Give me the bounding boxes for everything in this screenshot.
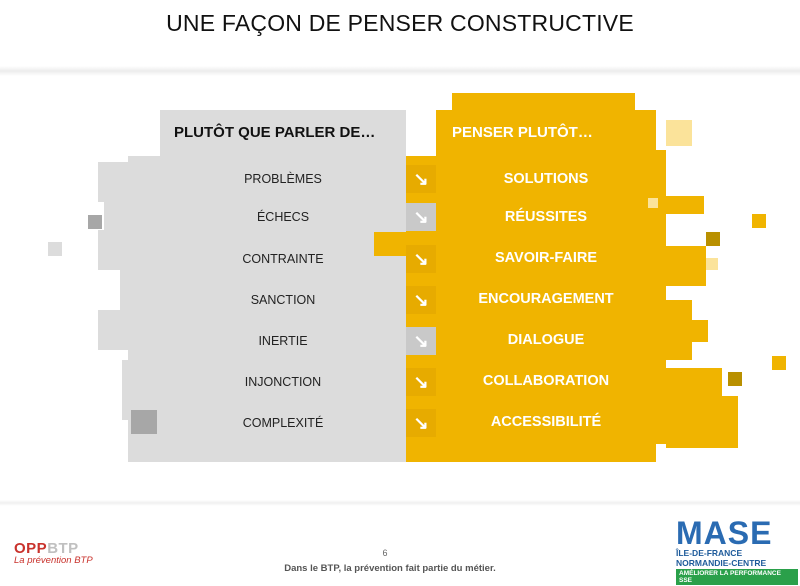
- to-item: DIALOGUE: [507, 332, 585, 348]
- arrow-down-right-icon: ↘: [406, 203, 436, 231]
- mase-logo-wordmark: MASE: [676, 515, 773, 551]
- footer-tagline: Dans le BTP, la prévention fait partie d…: [284, 563, 496, 574]
- arrow-down-right-icon: ↘: [406, 286, 436, 314]
- to-item: COLLABORATION: [482, 373, 610, 389]
- arrow-down-right-icon: ↘: [406, 327, 436, 355]
- arrow-down-right-icon: ↘: [406, 165, 436, 193]
- right-column-header: PENSER PLUTÔT…: [452, 124, 593, 141]
- oppbtp-logo: OPPBTP La prévention BTP: [14, 540, 104, 566]
- from-item: CONTRAINTE: [242, 252, 324, 266]
- mase-logo-region-1: ÎLE-DE-FRANCE: [676, 548, 743, 558]
- from-item: ÉCHECS: [256, 210, 310, 224]
- from-item: PROBLÈMES: [244, 172, 322, 186]
- to-item: SAVOIR-FAIRE: [494, 250, 598, 266]
- footer-divider: [0, 500, 800, 506]
- arrow-down-right-icon: ↘: [406, 409, 436, 437]
- page-number: 6: [382, 548, 388, 558]
- mase-logo: MASE ÎLE-DE-FRANCE NORMANDIE-CENTRE AMÉL…: [676, 515, 798, 585]
- to-item: SOLUTIONS: [503, 171, 589, 187]
- oppbtp-logo-part-a: OPP: [14, 540, 48, 557]
- slide-title: UNE FAÇON DE PENSER CONSTRUCTIVE: [166, 10, 634, 36]
- left-column-header: PLUTÔT QUE PARLER DE…: [174, 124, 376, 141]
- from-item: INERTIE: [258, 334, 308, 348]
- oppbtp-logo-part-b: BTP: [47, 540, 79, 557]
- arrow-down-right-icon: ↘: [406, 245, 436, 273]
- to-item: ENCOURAGEMENT: [478, 291, 614, 307]
- mase-logo-region-2: NORMANDIE-CENTRE: [676, 558, 767, 568]
- from-item: COMPLEXITÉ: [242, 416, 324, 430]
- to-item: ACCESSIBILITÉ: [490, 414, 602, 430]
- from-item: INJONCTION: [244, 375, 322, 389]
- mase-logo-band: AMÉLIORER LA PERFORMANCE SSE: [676, 569, 798, 585]
- arrow-down-right-icon: ↘: [406, 368, 436, 396]
- from-item: SANCTION: [250, 293, 316, 307]
- to-item: RÉUSSITES: [504, 209, 588, 225]
- oppbtp-logo-subtitle: La prévention BTP: [14, 555, 93, 566]
- title-divider: [0, 66, 800, 76]
